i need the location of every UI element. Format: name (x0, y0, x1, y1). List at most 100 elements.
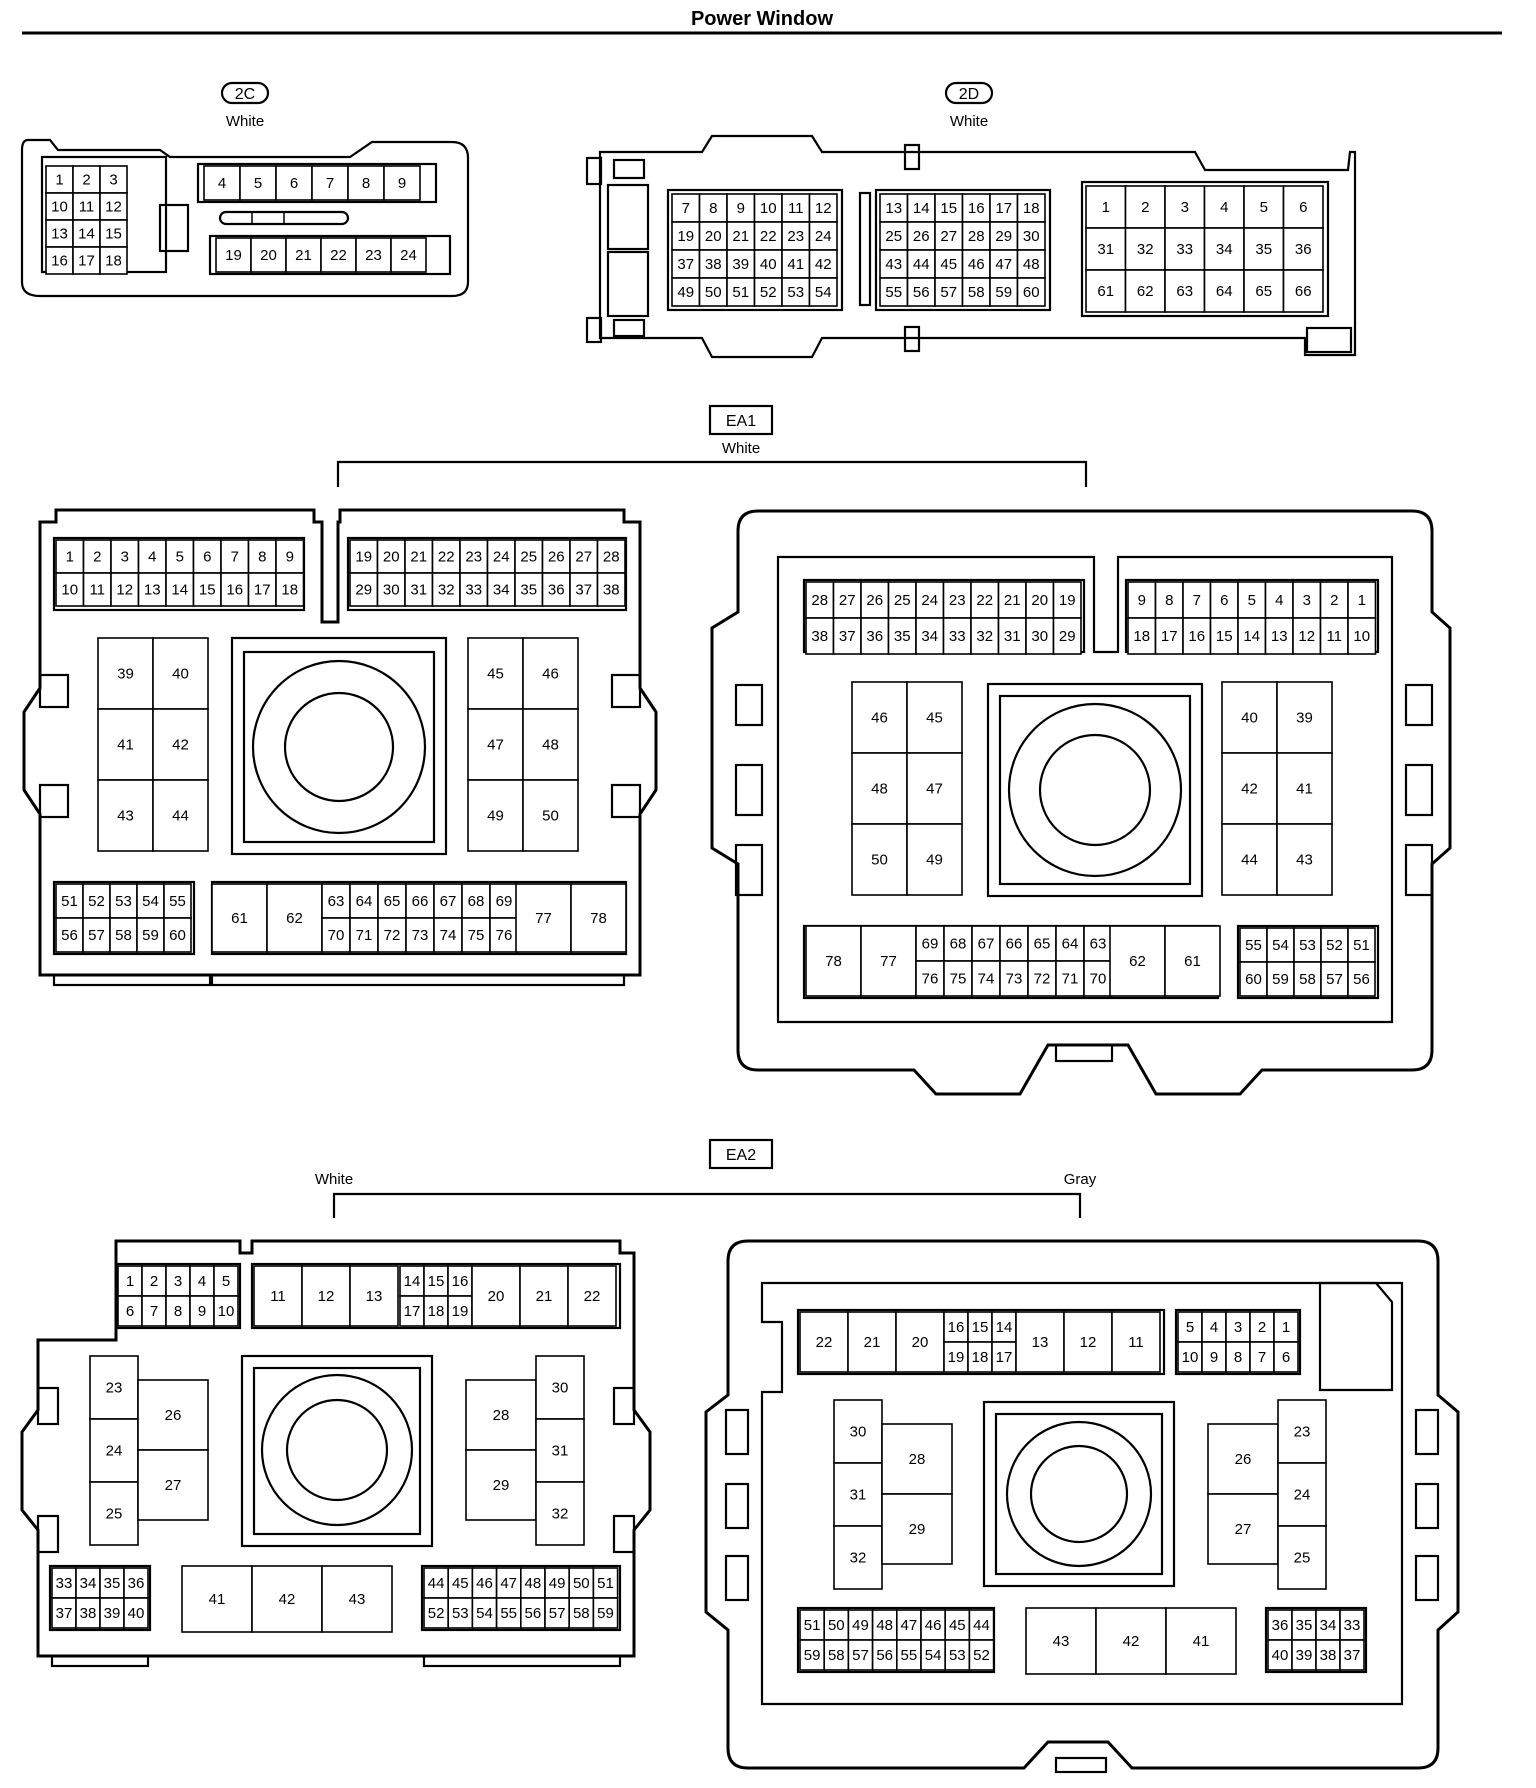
pin-number: 58 (968, 284, 985, 301)
pin-number: 6 (1220, 592, 1228, 609)
pin-number: 46 (871, 710, 888, 727)
ea1-left-cavity (433, 917, 463, 953)
ea1-left-cavity (467, 779, 524, 852)
c2d-cavity (1085, 269, 1127, 313)
pin-number: 37 (1344, 1647, 1361, 1664)
pin-number: 72 (384, 927, 401, 944)
pin-number: 12 (1298, 628, 1315, 645)
pin-number: 66 (1006, 936, 1023, 953)
ea1-right-cavity (860, 925, 917, 997)
c2c-cavity (203, 165, 241, 201)
pin-number: 22 (584, 1288, 601, 1305)
ea2-left-cavity (141, 1265, 167, 1297)
connector-ea2-tag: EA2 (726, 1147, 756, 1164)
pin-number: 19 (225, 247, 242, 264)
ea1-right-cavity (1347, 617, 1377, 655)
ea1-right-cavity (1083, 960, 1113, 997)
pin-number: 21 (1004, 592, 1021, 609)
ea2-right-cavity (799, 1311, 849, 1373)
ea1-right-cavity (1221, 823, 1278, 896)
pin-number: 70 (328, 927, 345, 944)
pin-number: 26 (165, 1407, 182, 1424)
pin-number: 19 (948, 1349, 965, 1366)
pin-number: 48 (1023, 256, 1040, 273)
pin-number: 46 (476, 1575, 493, 1592)
c2d-cavity (906, 193, 936, 223)
pin-number: 21 (864, 1334, 881, 1351)
pin-number: 56 (61, 927, 78, 944)
c2d-cavity (808, 277, 838, 307)
ea2-right-cavity (1277, 1525, 1327, 1590)
pin-number: 10 (218, 1303, 235, 1320)
pin-number: 60 (1245, 971, 1262, 988)
ea1-right-cavity (1154, 581, 1184, 619)
pin-number: 17 (1161, 628, 1178, 645)
pin-number: 70 (1090, 971, 1107, 988)
pin-number: 33 (465, 582, 482, 599)
c2d-cavity (906, 277, 936, 307)
pin-number: 76 (922, 971, 939, 988)
pin-number: 78 (590, 910, 607, 927)
pin-number: 16 (968, 200, 985, 217)
pin-number: 52 (973, 1647, 990, 1664)
pin-number: 34 (493, 582, 510, 599)
pin-number: 4 (1220, 199, 1228, 216)
ea1-right-cavity (832, 617, 862, 655)
ea1-right-cavity (906, 752, 963, 825)
ea1-right-cavity (1209, 581, 1239, 619)
ea2-right-cavity (1177, 1311, 1203, 1343)
pin-number: 39 (104, 1605, 121, 1622)
connector-2c-color: White (226, 113, 264, 130)
c2d-cavity (1016, 193, 1046, 223)
pin-number: 54 (1272, 937, 1289, 954)
connector-ea1-color: White (722, 440, 760, 457)
pin-number: 16 (1188, 628, 1205, 645)
pin-number: 69 (496, 893, 513, 910)
pin-number: 62 (1129, 953, 1146, 970)
pin-number: 22 (976, 592, 993, 609)
ea2-right-cavity (833, 1525, 883, 1590)
ea2-right-cavity (881, 1493, 953, 1565)
pin-number: 53 (1299, 937, 1316, 954)
pin-number: 3 (1234, 1319, 1242, 1336)
pin-number: 37 (575, 582, 592, 599)
pin-number: 3 (121, 549, 129, 566)
pin-number: 42 (815, 256, 832, 273)
pin-number: 35 (520, 582, 537, 599)
pin-number: 57 (940, 284, 957, 301)
pin-number: 73 (1006, 971, 1023, 988)
pin-number: 4 (198, 1273, 206, 1290)
c2d-cavity (1243, 227, 1285, 271)
ea2-left-cavity (213, 1295, 239, 1327)
pin-number: 56 (913, 284, 930, 301)
pin-number: 65 (1255, 283, 1272, 300)
pin-number: 24 (400, 247, 417, 264)
c2d-cavity (906, 249, 936, 279)
pin-number: 9 (286, 549, 294, 566)
pin-number: 3 (1303, 592, 1311, 609)
c2c-cavity (72, 192, 101, 221)
pin-number: 59 (1272, 971, 1289, 988)
pin-number: 34 (921, 628, 938, 645)
pin-number: 23 (106, 1380, 123, 1397)
pin-block (1264, 1606, 1368, 1674)
pin-number: 7 (231, 549, 239, 566)
pin-number: 40 (128, 1605, 145, 1622)
ea2-left-cavity (253, 1265, 303, 1327)
pin-number: 19 (1059, 592, 1076, 609)
pin-block (666, 188, 844, 312)
pin-number: 37 (839, 628, 856, 645)
ea2-left-cavity (137, 1379, 209, 1451)
pin-number: 69 (922, 936, 939, 953)
pin-number: 46 (542, 666, 559, 683)
pin-number: 41 (117, 737, 134, 754)
pin-number: 68 (468, 893, 485, 910)
connector-2c-tag: 2C (235, 86, 255, 103)
pin-number: 2 (82, 172, 90, 189)
ea1-left-cavity (515, 883, 572, 953)
pin-number: 44 (1241, 852, 1258, 869)
pin-number: 18 (281, 582, 298, 599)
c2c-cavity (347, 165, 385, 201)
pin-number: 25 (106, 1506, 123, 1523)
pin-number: 39 (117, 666, 134, 683)
